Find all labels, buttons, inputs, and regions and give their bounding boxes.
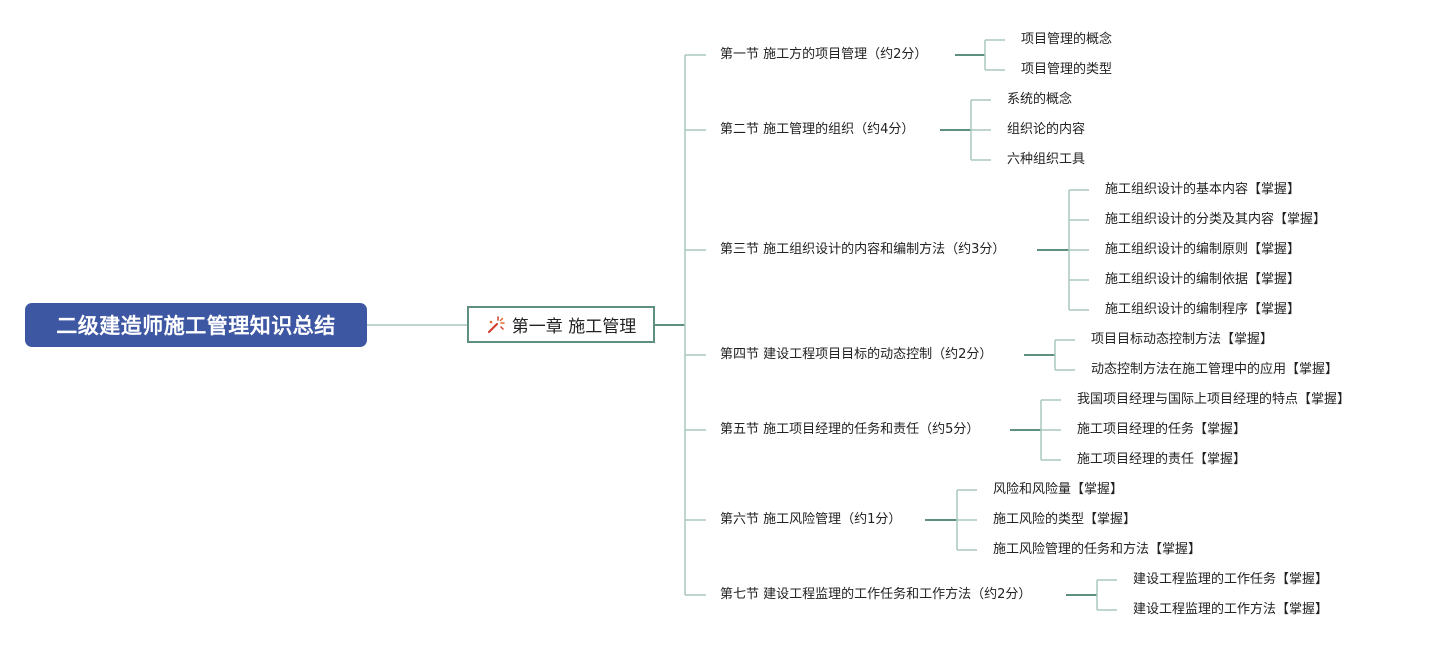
topic-node[interactable]: 施工项目经理的任务【掌握】 — [1077, 422, 1247, 437]
chapter-node[interactable]: 第一章 施工管理 — [467, 306, 655, 343]
topic-node[interactable]: 施工组织设计的基本内容【掌握】 — [1105, 182, 1301, 197]
section-node-3[interactable]: 第三节 施工组织设计的内容和编制方法（约3分） — [720, 242, 1006, 257]
section-node-2[interactable]: 第二节 施工管理的组织（约4分） — [720, 122, 915, 137]
topic-node[interactable]: 我国项目经理与国际上项目经理的特点【掌握】 — [1077, 392, 1351, 407]
topic-node[interactable]: 施工组织设计的分类及其内容【掌握】 — [1105, 212, 1327, 227]
topic-node[interactable]: 项目目标动态控制方法【掌握】 — [1091, 332, 1274, 347]
topic-node[interactable]: 风险和风险量【掌握】 — [993, 482, 1124, 497]
topic-node[interactable]: 建设工程监理的工作任务【掌握】 — [1133, 572, 1329, 587]
section-node-6[interactable]: 第六节 施工风险管理（约1分） — [720, 512, 902, 527]
topic-node[interactable]: 项目管理的概念 — [1021, 32, 1113, 47]
topic-node[interactable]: 施工项目经理的责任【掌握】 — [1077, 452, 1247, 467]
fireworks-icon — [487, 315, 505, 333]
topic-node[interactable]: 六种组织工具 — [1007, 152, 1086, 167]
topic-node[interactable]: 建设工程监理的工作方法【掌握】 — [1133, 602, 1329, 617]
topic-node[interactable]: 动态控制方法在施工管理中的应用【掌握】 — [1091, 362, 1339, 377]
topic-node[interactable]: 施工组织设计的编制程序【掌握】 — [1105, 302, 1301, 317]
topic-node[interactable]: 施工风险管理的任务和方法【掌握】 — [993, 542, 1202, 557]
section-node-4[interactable]: 第四节 建设工程项目目标的动态控制（约2分） — [720, 347, 993, 362]
topic-node[interactable]: 组织论的内容 — [1007, 122, 1086, 137]
topic-node[interactable]: 系统的概念 — [1007, 92, 1073, 107]
topic-node[interactable]: 施工组织设计的编制依据【掌握】 — [1105, 272, 1301, 287]
topic-node[interactable]: 项目管理的类型 — [1021, 62, 1113, 77]
topic-node[interactable]: 施工组织设计的编制原则【掌握】 — [1105, 242, 1301, 257]
topic-node[interactable]: 施工风险的类型【掌握】 — [993, 512, 1137, 527]
section-node-7[interactable]: 第七节 建设工程监理的工作任务和工作方法（约2分） — [720, 587, 1032, 602]
section-node-1[interactable]: 第一节 施工方的项目管理（约2分） — [720, 47, 928, 62]
section-node-5[interactable]: 第五节 施工项目经理的任务和责任（约5分） — [720, 422, 980, 437]
root-label: 二级建造师施工管理知识总结 — [56, 314, 336, 338]
root-node[interactable]: 二级建造师施工管理知识总结 — [25, 303, 367, 347]
chapter-label: 第一章 施工管理 — [511, 317, 637, 337]
